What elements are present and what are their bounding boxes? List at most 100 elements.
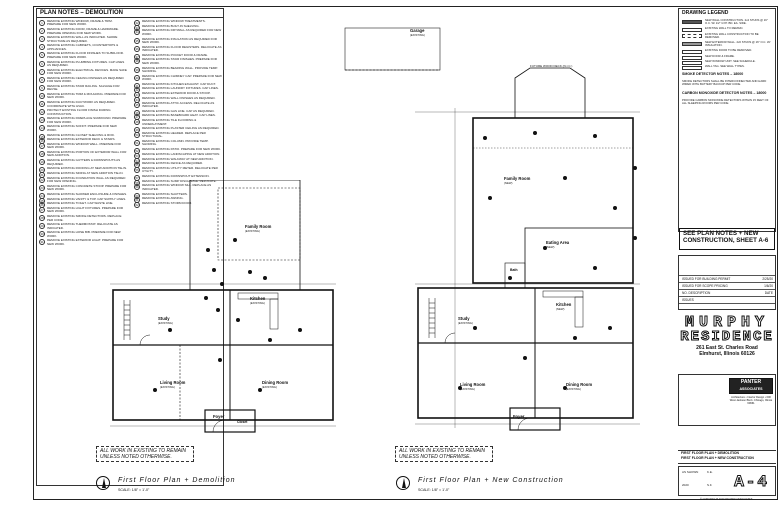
room-kitchen-left: Kitchen(EXISTING) (250, 296, 266, 305)
plan-note-text: REMOVE EXISTING TOILET. CAP WASTE LINE. (47, 201, 114, 206)
note-number-icon: 19 (39, 159, 45, 166)
note-number-icon: 62 (134, 201, 140, 208)
plan-note-text: REMOVE EXISTING GAS LINE. CAP AS REQUIRE… (142, 108, 215, 113)
copyright: © COPYRIGHT 2020 PANTER ASSOCIATES (700, 498, 753, 501)
plan-note-text: REMOVE EXISTING DOOR, FRAME & HARDWARE. … (47, 27, 119, 35)
plan-note-text: REMOVE EXISTING CABINETS, COUNTERTOPS & … (47, 43, 119, 51)
note-number-icon: 34 (134, 29, 140, 36)
legend-title: DRAWING LEGEND (682, 10, 729, 16)
note-number-icon: 14 (39, 125, 45, 132)
plan-demolition-drawing (110, 180, 336, 433)
plan-note-text: REMOVE EXISTING EXTERIOR LIGHT. PREPARE … (47, 238, 124, 246)
plan-note-text: REMOVE EXISTING CLOSET SHELVING & ROD. (47, 132, 115, 137)
floor-plans-drawing (344, 27, 441, 71)
note-number-icon: 39 (134, 66, 140, 73)
room-foyer-right: Foyer (513, 414, 525, 419)
legend-item: NEW WALL CONSTRUCTION. 2x4 STUDS @ 16" O… (679, 18, 775, 25)
note-number-icon: 5 (39, 52, 45, 59)
plan-note-text: REMOVE EXISTING FOUNDATION WALL AS REQUI… (47, 175, 126, 184)
sheet-title-line2: FIRST FLOOR PLAN + NEW CONSTRUCTION (681, 456, 754, 460)
room-living-left: Living Room(EXISTING) (160, 380, 186, 389)
sheet-titles: FIRST FLOOR PLAN + DEMOLITION FIRST FLOO… (678, 450, 776, 464)
note-number-icon: 48 (134, 119, 140, 126)
legend-item-text: EXISTING WALL TO REMAIN. (705, 26, 744, 31)
plan-note-text: REMOVE EXISTING LIGHT FIXTURES. PREPARE … (47, 206, 124, 214)
plan-note-text: REMOVE EXISTING WINDOW TREATMENTS. (142, 19, 206, 23)
note-number-icon: 11 (39, 101, 45, 108)
plan-note-text: REMOVE EXISTING THERMOSTAT. RELOCATE AS … (47, 222, 118, 230)
room-study-left: Study(EXISTING) (158, 316, 173, 325)
plan-note-text: REMOVE EXISTING UTILITY METER. RELOCATE … (142, 165, 218, 174)
legend-item-text: EXISTING DOOR TO BE REMOVED. (705, 48, 752, 53)
note-number-icon: 28 (39, 215, 45, 222)
project-address-line2: Elmhurst, Illinois 60126 (699, 351, 755, 357)
note-number-icon: 38 (134, 58, 140, 65)
note-number-icon: 22 (39, 176, 45, 183)
plan-note-text: REMOVE EXISTING KITCHEN EXHAUST. CAP DUC… (142, 81, 216, 86)
legend-item: EXISTING WALL CONSTRUCTION TO BE REMOVED… (679, 31, 775, 39)
room-closet-left: Closet (237, 420, 248, 424)
project-name-line1: MURPHY (684, 314, 769, 332)
note-number-icon: 35 (134, 37, 140, 44)
plan-note-text: REMOVE EXISTING LANDSCAPING AT NEW ADDIT… (142, 151, 221, 156)
sheet-scale: AS SHOWN (682, 470, 699, 474)
note-number-icon: 36 (134, 45, 140, 52)
legend-swatch-icon (682, 55, 702, 60)
plan-note-text: REMOVE EXISTING CONCRETE STOOP. PREPARE … (47, 183, 127, 192)
plan-note-text: REMOVE EXISTING TRIM & MOULDING. PREPARE… (47, 91, 126, 100)
note-number-icon: 7 (39, 68, 45, 75)
legend-swatch-icon (682, 66, 702, 71)
plan-note-text: REMOVE EXISTING CEILING FINISHES AS REQU… (47, 75, 124, 84)
legend-item: EXISTING WALL TO REMAIN. (679, 26, 775, 33)
plan-note-text: REMOVE EXISTING ELECTRICAL DEVICES. MAKE… (47, 67, 127, 76)
smoke-detector-text: SMOKE DETECTORS SHALL BE INTERCONNECTED … (682, 79, 767, 87)
room-family-left: Family Room(EXISTING) (245, 224, 272, 233)
legend-item-text: EXISTING WALL CONSTRUCTION TO BE REMOVED… (705, 31, 759, 39)
sheet-title-line1: FIRST FLOOR PLAN + DEMOLITION (681, 451, 739, 455)
plan-note-text: REMOVE EXISTING BEARING WALL. PROVIDE TE… (142, 65, 218, 73)
plan-note-text: REMOVE EXISTING EXTERIOR DOOR & STOOP. (142, 91, 211, 96)
issue-row: ISSUES (679, 297, 775, 304)
note-number-icon: 23 (39, 184, 45, 191)
plan-note-text: REMOVE EXISTING WALKWAY AT NEW ADDITION. (142, 156, 214, 161)
note-number-icon: 3 (39, 36, 45, 43)
plan-note-text: REMOVE EXISTING VANITY & TOP. CAP SUPPLY… (47, 196, 127, 201)
room-dining-left: Dining Room(EXISTING) (262, 380, 289, 389)
plan-note-text: REMOVE EXISTING GUTTERS & DOWNSPOUTS AS … (47, 158, 121, 166)
plan-note-text: REMOVE EXISTING FIREPLACE SURROUND. PREP… (47, 116, 127, 124)
room-kitchen-right: Kitchen(NEW) (556, 302, 572, 311)
plan-left-scale: SCALE: 1/8" = 1'-0" (118, 488, 150, 492)
note-number-icon: 12 (39, 109, 45, 116)
note-number-icon: 17 (39, 142, 45, 149)
legend-items: NEW WALL CONSTRUCTION. 2x4 STUDS @ 16" O… (679, 18, 775, 71)
plan-note-text: REMOVE EXISTING DOWNSPOUT EXTENSION. (142, 174, 210, 179)
legend-swatch-icon (682, 20, 702, 24)
plan-note-text: REMOVE EXISTING PLUMBING FIXTURES. CAP L… (47, 59, 125, 67)
plan-note-text: REMOVE EXISTING STAIR RAILING. SALVAGE F… (47, 83, 120, 92)
plan-note-text: REMOVE EXISTING ROOFING AT NEW ADDITION … (47, 166, 128, 171)
plan-note-text: REMOVE EXISTING SIDING AT NEW ADDITION T… (47, 170, 124, 175)
plan-note-text: REMOVE EXISTING PORTION OF EXTERIOR WALL… (47, 150, 127, 158)
project-title-block: MURPHY RESIDENCE 261 East St. Charles Ro… (678, 312, 776, 372)
plan-note-text: REMOVE EXISTING INSULATION AS REQUIRED F… (142, 36, 217, 44)
legend-swatch-icon (682, 33, 702, 38)
plan-note-text: REMOVE EXISTING WALL FINISHES AS REQUIRE… (142, 95, 216, 100)
note-number-icon: 45 (134, 101, 140, 108)
